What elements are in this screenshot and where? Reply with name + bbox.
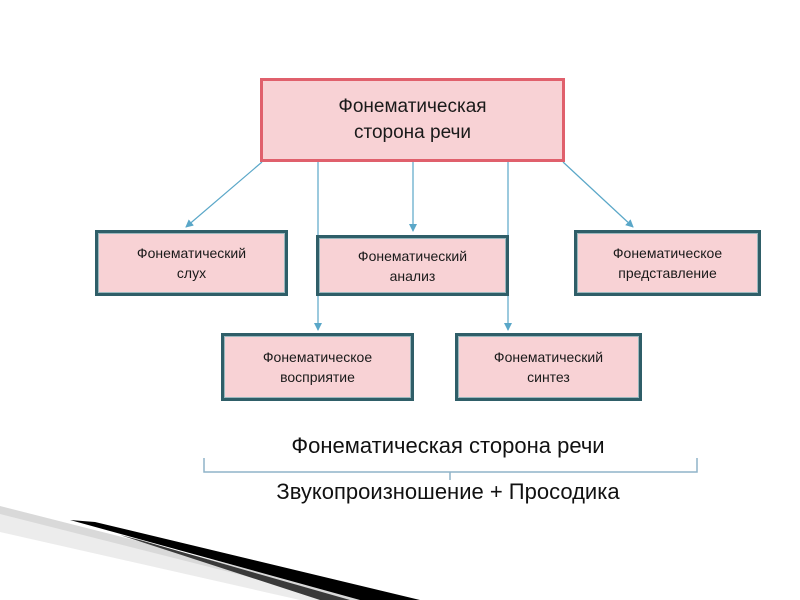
node-phonemic-analysis: Фонематический анализ: [316, 235, 509, 296]
brace: [203, 458, 698, 473]
formula-top: Фонематическая сторона речи: [291, 433, 605, 458]
stripe-dark: [70, 520, 420, 600]
formula-bottom: Звукопроизношение + Просодика: [276, 479, 620, 504]
node-phonemic-representation: Фонематическое представление: [574, 230, 761, 296]
root-node: Фонематическая сторона речи: [260, 78, 565, 162]
stripe-mid: [120, 535, 350, 600]
node-phonemic-hearing: Фонематический слух: [95, 230, 288, 296]
node-phonemic-synthesis: Фонематический синтез: [455, 333, 642, 401]
arrow-to-predst: [562, 161, 634, 228]
node-phonemic-perception: Фонематическое восприятие: [221, 333, 414, 401]
arrow-to-sluh: [185, 161, 263, 228]
